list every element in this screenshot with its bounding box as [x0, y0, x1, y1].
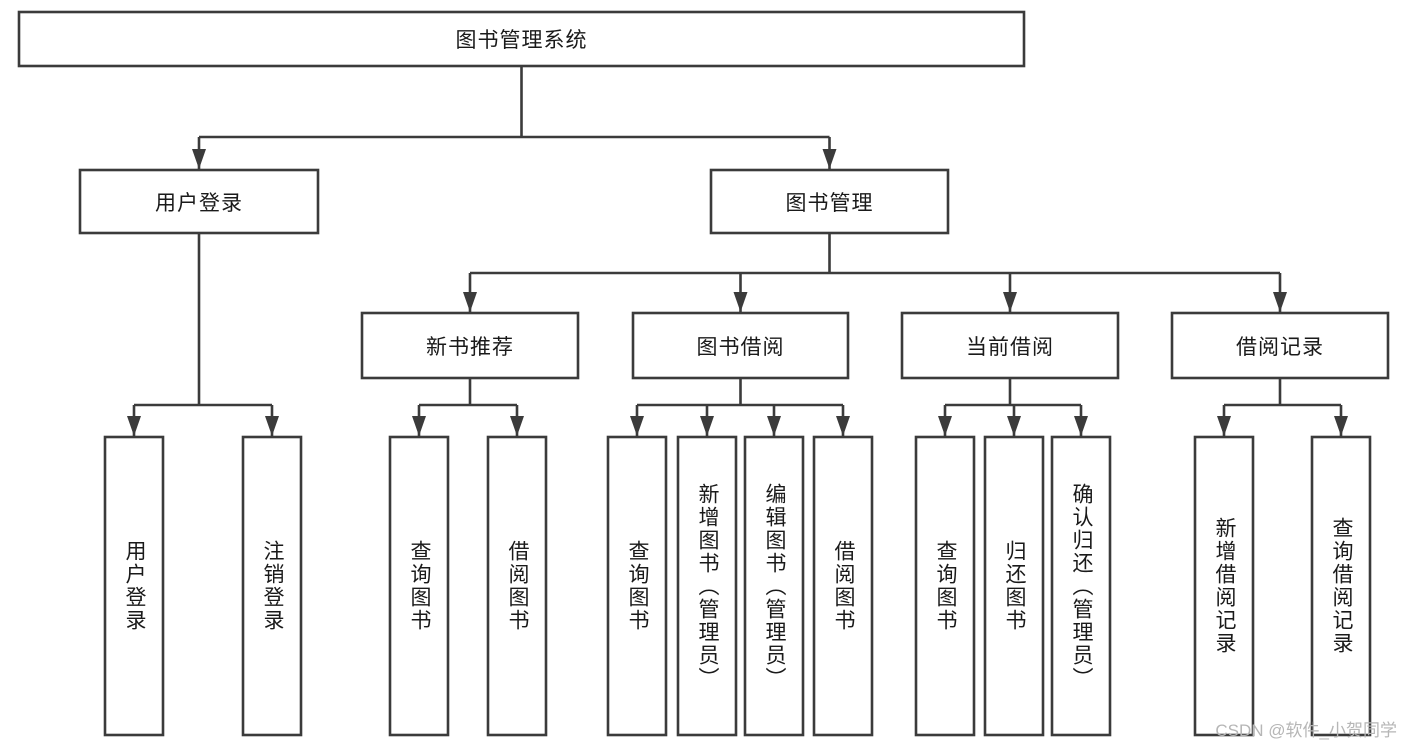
root-arrow-1 — [822, 149, 837, 169]
node-新增图书管理员[interactable] — [676, 435, 738, 737]
node-level1-图书管理[interactable] — [709, 168, 950, 235]
node-借阅图书[interactable] — [812, 435, 874, 737]
node-借阅图书[interactable] — [486, 435, 548, 737]
nodes-layer — [17, 10, 1390, 737]
node-查询图书[interactable] — [388, 435, 450, 737]
csdn-watermark: CSDN @软件_小贺同学 — [1215, 721, 1397, 740]
l2-1-0-arrow-1 — [510, 416, 524, 436]
l1-1-arrow-2 — [1003, 292, 1017, 312]
l2-1-1-arrow-3 — [836, 416, 850, 436]
node-查询图书[interactable] — [606, 435, 668, 737]
l1-0-arrow-1 — [265, 416, 279, 436]
node-确认归还管理员[interactable] — [1050, 435, 1112, 737]
l2-1-2-arrow-0 — [938, 416, 952, 436]
l2-1-3-arrow-0 — [1217, 416, 1231, 436]
l2-1-1-arrow-1 — [700, 416, 714, 436]
node-编辑图书管理员[interactable] — [743, 435, 805, 737]
l1-0-arrow-0 — [127, 416, 141, 436]
l2-1-0-arrow-0 — [412, 416, 426, 436]
l1-1-arrow-0 — [463, 292, 477, 312]
l1-1-arrow-1 — [733, 292, 748, 312]
node-root[interactable] — [17, 10, 1026, 68]
l2-1-1-arrow-0 — [630, 416, 644, 436]
connectors-layer — [127, 66, 1348, 436]
node-借阅记录[interactable] — [1170, 311, 1390, 380]
root-arrow-0 — [192, 149, 206, 169]
node-查询借阅记录[interactable] — [1310, 435, 1372, 737]
l2-1-2-arrow-1 — [1007, 416, 1021, 436]
node-注销登录[interactable] — [241, 435, 303, 737]
node-查询图书[interactable] — [914, 435, 976, 737]
l2-1-3-arrow-1 — [1334, 416, 1348, 436]
node-新增借阅记录[interactable] — [1193, 435, 1255, 737]
node-新书推荐[interactable] — [360, 311, 580, 380]
l1-1-arrow-3 — [1273, 292, 1287, 312]
node-归还图书[interactable] — [983, 435, 1045, 737]
node-当前借阅[interactable] — [900, 311, 1120, 380]
node-用户登录[interactable] — [103, 435, 165, 737]
l2-1-1-arrow-2 — [767, 416, 781, 436]
l2-1-2-arrow-2 — [1074, 416, 1088, 436]
node-图书借阅[interactable] — [631, 311, 850, 380]
node-level1-用户登录[interactable] — [78, 168, 320, 235]
